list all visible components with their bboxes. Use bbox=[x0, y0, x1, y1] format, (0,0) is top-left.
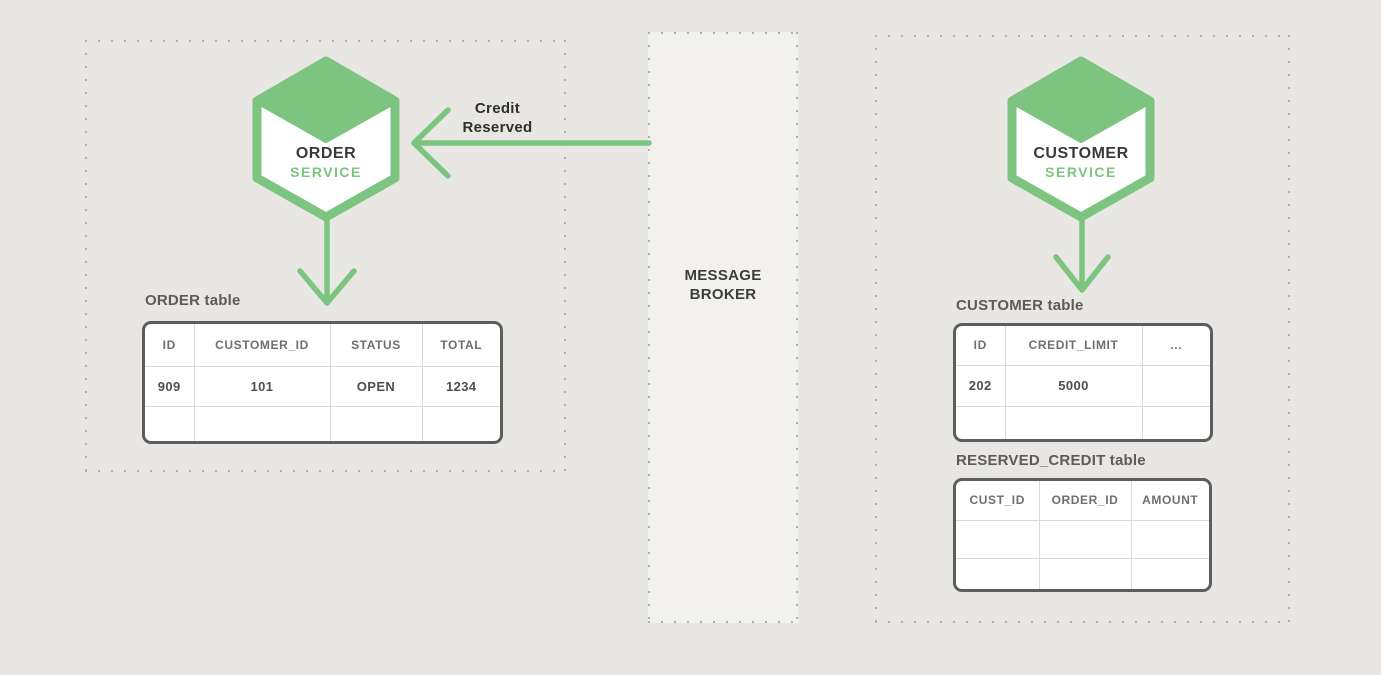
table-cell bbox=[956, 406, 1006, 439]
table-cell bbox=[956, 558, 1040, 589]
zone-border bbox=[648, 32, 798, 34]
column-header: AMOUNT bbox=[1131, 481, 1209, 521]
reserved-credit-table-title: RESERVED_CREDIT table bbox=[956, 452, 1146, 469]
customer-service-zone bbox=[875, 35, 1290, 623]
zone-border bbox=[85, 40, 87, 472]
table-row bbox=[145, 406, 500, 441]
customer-service-type: SERVICE bbox=[1045, 164, 1117, 180]
reserved-credit-table: CUST_ID ORDER_ID AMOUNT bbox=[953, 478, 1212, 592]
table-cell: OPEN bbox=[330, 366, 423, 407]
table-cell: 202 bbox=[956, 365, 1006, 407]
column-header: CUSTOMER_ID bbox=[194, 324, 331, 367]
column-header: ... bbox=[1142, 326, 1210, 366]
table-cell: 101 bbox=[194, 366, 331, 407]
table-cell bbox=[1142, 365, 1210, 407]
event-label-line2: Reserved bbox=[462, 119, 533, 136]
order-service-name: ORDER bbox=[295, 145, 357, 162]
zone-border bbox=[85, 40, 566, 42]
table-row: 202 5000 bbox=[956, 365, 1210, 407]
zone-border bbox=[875, 35, 1290, 37]
table-cell bbox=[1142, 406, 1210, 439]
hexagon-cube-icon bbox=[1007, 56, 1155, 222]
zone-border bbox=[648, 621, 798, 623]
table-row bbox=[956, 406, 1210, 439]
table-cell: 5000 bbox=[1005, 365, 1143, 407]
table-cell bbox=[1131, 558, 1209, 589]
table-cell: 909 bbox=[145, 366, 195, 407]
zone-border bbox=[564, 40, 566, 472]
zone-border bbox=[796, 32, 798, 623]
table-cell bbox=[1039, 558, 1132, 589]
customer-table: ID CREDIT_LIMIT ... 202 5000 bbox=[953, 323, 1213, 442]
message-broker-zone bbox=[648, 32, 798, 623]
customer-table-title: CUSTOMER table bbox=[956, 297, 1084, 314]
column-header: STATUS bbox=[330, 324, 423, 367]
table-header-row: ID CREDIT_LIMIT ... bbox=[956, 326, 1210, 366]
table-cell bbox=[145, 406, 195, 441]
table-cell bbox=[194, 406, 331, 441]
zone-border bbox=[85, 470, 566, 472]
message-broker-label-line2: BROKER bbox=[689, 286, 757, 303]
table-row bbox=[956, 558, 1209, 589]
zone-border bbox=[875, 621, 1290, 623]
message-broker-label: MESSAGE BROKER bbox=[648, 266, 798, 304]
table-header-row: ID CUSTOMER_ID STATUS TOTAL bbox=[145, 324, 500, 367]
column-header: CUST_ID bbox=[956, 481, 1040, 521]
order-service-node: ORDER SERVICE bbox=[252, 56, 400, 222]
column-header: ID bbox=[956, 326, 1006, 366]
order-service-zone bbox=[85, 40, 566, 472]
zone-border bbox=[1288, 35, 1290, 623]
order-table-title: ORDER table bbox=[145, 292, 241, 309]
table-cell bbox=[330, 406, 423, 441]
hexagon-cube-icon bbox=[252, 56, 400, 222]
zone-border bbox=[648, 32, 650, 623]
table-row bbox=[956, 520, 1209, 559]
customer-service-name: CUSTOMER bbox=[1033, 145, 1129, 162]
table-cell bbox=[1131, 520, 1209, 559]
message-broker-label-line1: MESSAGE bbox=[684, 267, 762, 284]
table-cell: 1234 bbox=[422, 366, 500, 407]
table-cell bbox=[956, 520, 1040, 559]
event-label-line1: Credit bbox=[474, 100, 521, 117]
table-header-row: CUST_ID ORDER_ID AMOUNT bbox=[956, 481, 1209, 521]
event-label: Credit Reserved bbox=[430, 99, 565, 137]
order-service-type: SERVICE bbox=[290, 164, 362, 180]
column-header: ORDER_ID bbox=[1039, 481, 1132, 521]
order-table: ID CUSTOMER_ID STATUS TOTAL 909 101 OPEN… bbox=[142, 321, 503, 444]
column-header: TOTAL bbox=[422, 324, 500, 367]
table-cell bbox=[1005, 406, 1143, 439]
column-header: CREDIT_LIMIT bbox=[1005, 326, 1143, 366]
zone-border bbox=[875, 35, 877, 623]
table-cell bbox=[422, 406, 500, 441]
table-cell bbox=[1039, 520, 1132, 559]
table-row: 909 101 OPEN 1234 bbox=[145, 366, 500, 407]
customer-service-node: CUSTOMER SERVICE bbox=[1006, 56, 1156, 222]
column-header: ID bbox=[145, 324, 195, 367]
